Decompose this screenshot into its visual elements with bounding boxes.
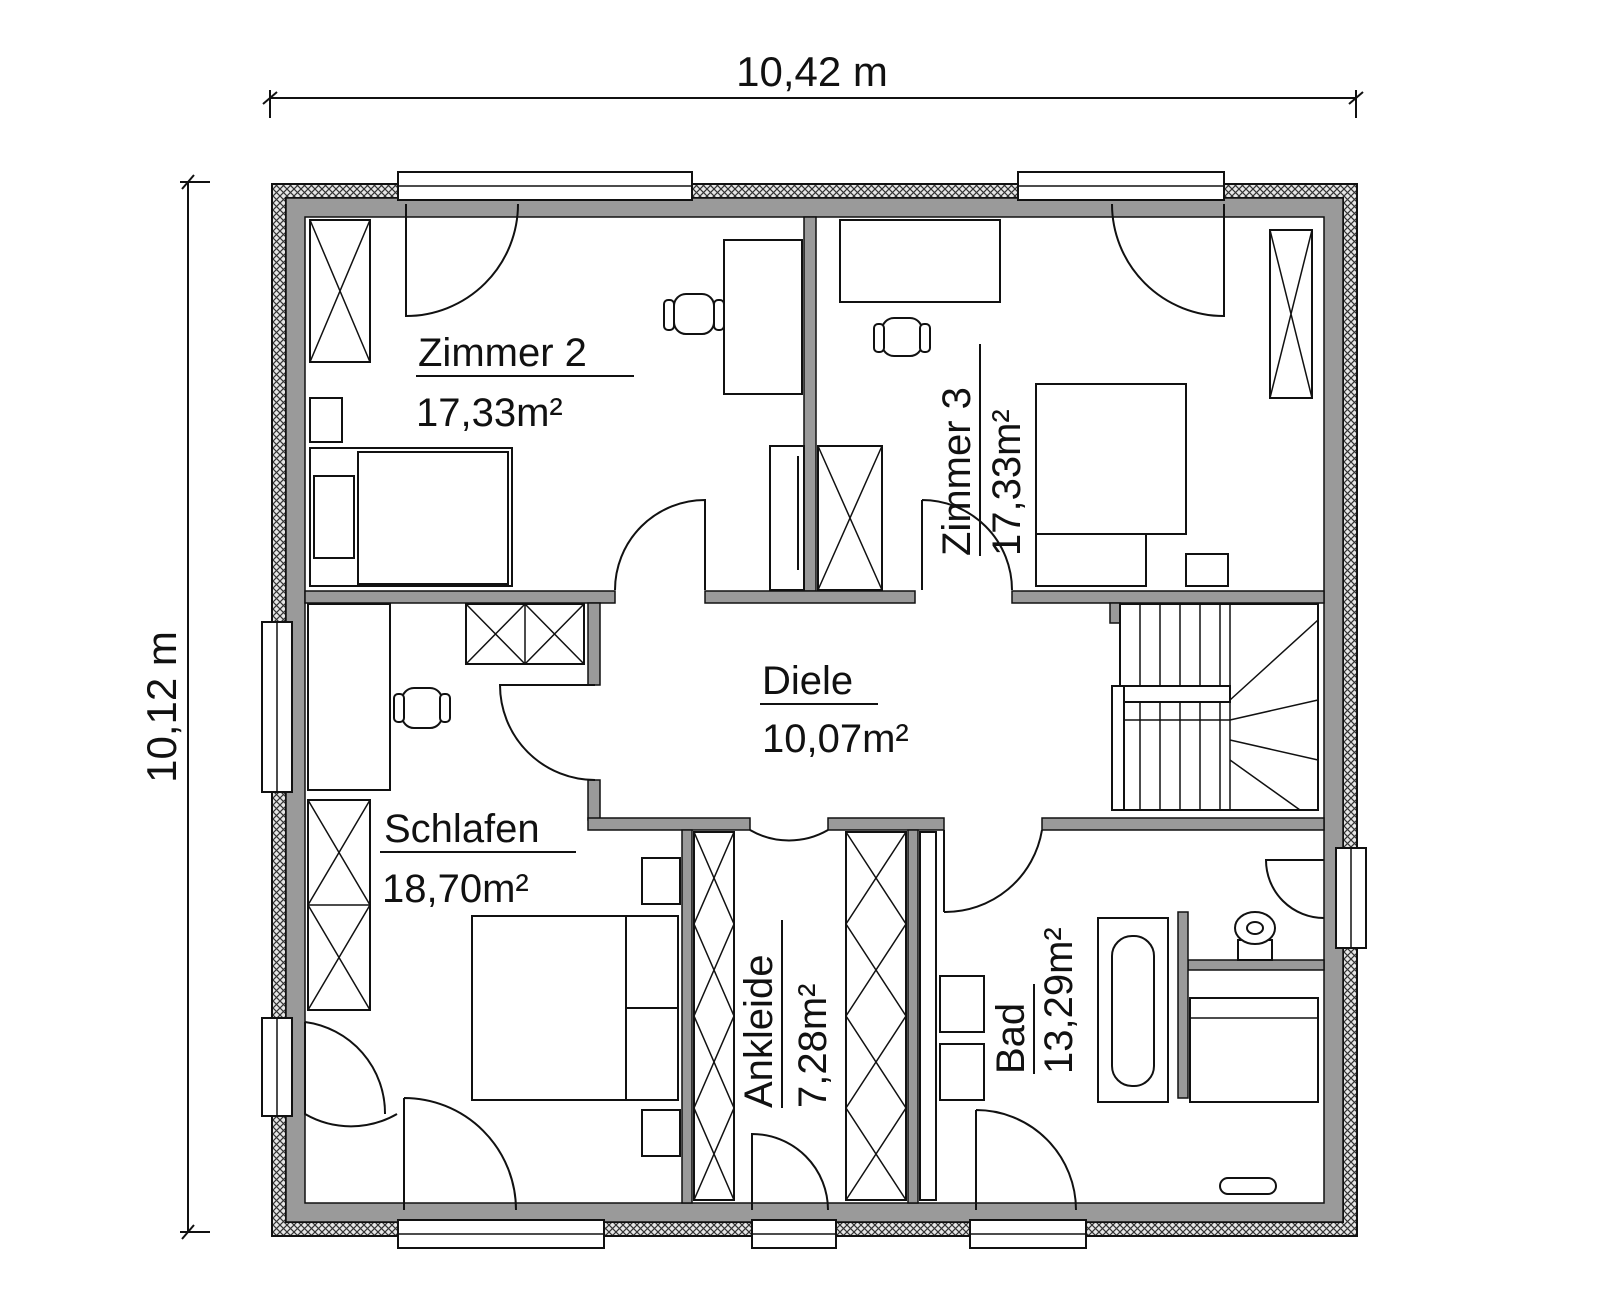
furniture-diele xyxy=(465,603,1319,811)
exterior-wall xyxy=(271,183,1358,1237)
bathtub-icon xyxy=(1097,917,1169,1103)
interior-walls xyxy=(304,216,1325,1204)
room-bad: Bad 13,29m² xyxy=(989,927,1081,1074)
dimension-height: 10,12 m xyxy=(138,174,210,1240)
height-dimension-label: 10,12 m xyxy=(138,631,185,783)
chair-icon xyxy=(873,317,931,357)
furniture-ankleide xyxy=(693,831,907,1201)
chair-icon xyxy=(663,293,725,335)
room-name: Ankleide xyxy=(737,955,781,1108)
room-ankleide: Ankleide 7,28m² xyxy=(737,920,835,1108)
chair-icon xyxy=(393,687,451,729)
room-area: 7,28m² xyxy=(791,984,835,1109)
room-zimmer2: Zimmer 2 17,33m² xyxy=(416,331,634,435)
room-area: 18,70m² xyxy=(382,867,529,911)
width-dimension-label: 10,42 m xyxy=(736,48,888,95)
room-name: Diele xyxy=(762,659,853,703)
furniture-zimmer2 xyxy=(309,219,805,591)
room-diele: Diele 10,07m² xyxy=(760,659,909,761)
windows xyxy=(261,171,1367,1249)
room-area: 13,29m² xyxy=(1037,927,1081,1074)
furniture-bad xyxy=(919,831,1319,1201)
room-zimmer3: Zimmer 3 17,33m² xyxy=(935,344,1029,556)
staircase xyxy=(1111,603,1319,811)
room-name: Schlafen xyxy=(384,807,540,851)
room-name: Zimmer 3 xyxy=(935,387,979,556)
furniture-schlafen xyxy=(307,603,681,1157)
dimension-width: 10,42 m xyxy=(262,48,1364,118)
furniture-zimmer3 xyxy=(817,219,1313,591)
room-area: 10,07m² xyxy=(762,717,909,761)
room-area: 17,33m² xyxy=(416,391,563,435)
toilet-icon xyxy=(1234,911,1276,961)
room-name: Bad xyxy=(989,1003,1033,1074)
doors xyxy=(304,203,1325,1211)
room-area: 17,33m² xyxy=(985,409,1029,556)
room-schlafen: Schlafen 18,70m² xyxy=(380,807,576,911)
room-name: Zimmer 2 xyxy=(418,331,587,375)
